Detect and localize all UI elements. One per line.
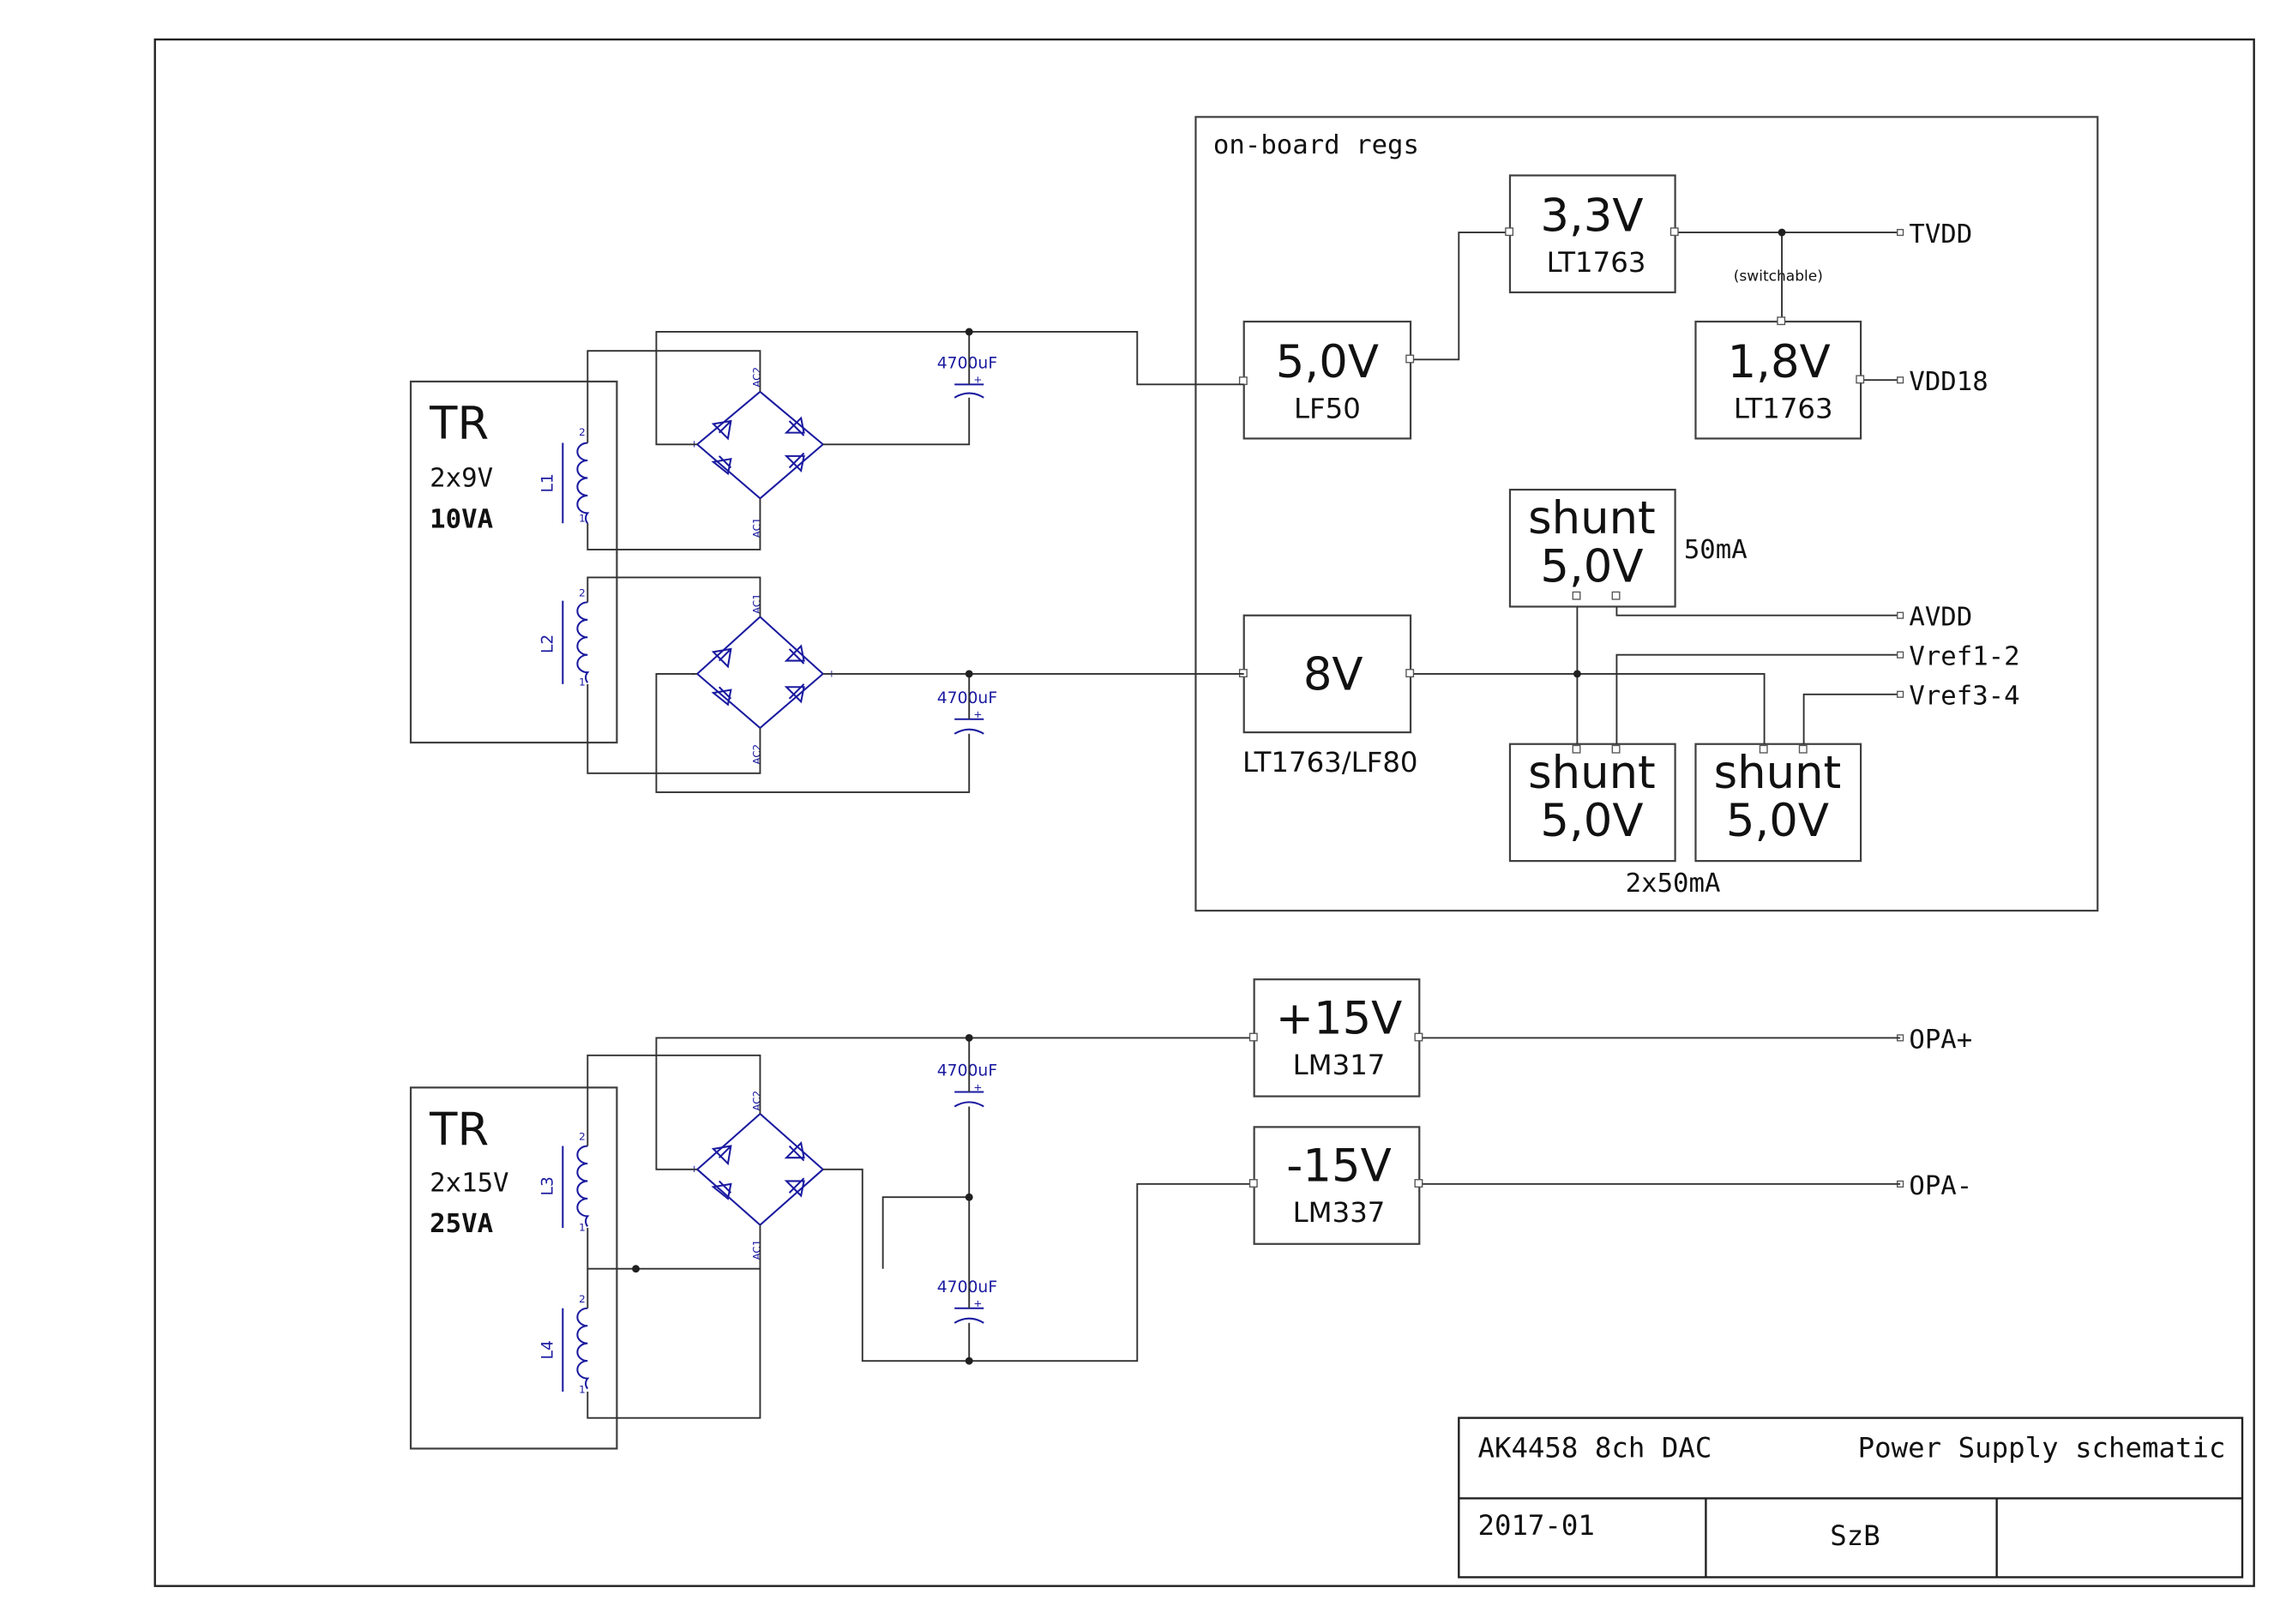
bridge-rectifier-2: AC1 AC2 - + [691, 593, 836, 764]
regulator-5v0: 5,0V LF50 [1242, 320, 1412, 440]
cap-plus-mark: + [973, 1297, 982, 1309]
pin-number: 2 [579, 1293, 586, 1305]
shunt-voltage: 5,0V [1726, 795, 1829, 847]
capacitor-value: 4700uF [937, 1278, 997, 1296]
regulator-8v: 8V [1242, 614, 1412, 734]
net-vref12: Vref1-2 [1909, 642, 2019, 672]
capacitor-value: 4700uF [937, 1062, 997, 1080]
inductor-l2-label: L2 [538, 635, 556, 653]
pin-number: 1 [579, 1384, 586, 1396]
regulator-minus15-part: LM337 [1293, 1196, 1386, 1229]
title-date: 2017-01 [1477, 1509, 1594, 1542]
regulator-3v3: 3,3V LT1763 [1508, 174, 1676, 294]
pin-number: 1 [579, 513, 586, 525]
transformer-1: TR 2x9V 10VA [409, 380, 618, 744]
capacitor-c4: 4700uF + [937, 1278, 997, 1324]
capacitor-value: 4700uF [937, 355, 997, 373]
transformer-2: TR 2x15V 25VA [409, 1086, 618, 1450]
inductor-l2: L2 2 1 [538, 587, 590, 689]
shunt-regulator-vref34: shunt 5,0V [1694, 743, 1862, 863]
inductor-l3-label: L3 [538, 1176, 556, 1195]
note-switchable: (switchable) [1734, 268, 1823, 285]
regulator-3v3-voltage: 3,3V [1540, 189, 1643, 242]
capacitor-value: 4700uF [937, 689, 997, 707]
note-2x50ma: 2x50mA [1626, 869, 1721, 899]
net-tvdd: TVDD [1909, 220, 1972, 250]
regulator-plus15: +15V LM317 [1253, 978, 1421, 1098]
net-opa-minus: OPA- [1909, 1171, 1972, 1201]
pin-number: 2 [579, 587, 586, 599]
cap-plus-mark: + [973, 1081, 982, 1093]
shunt-label: shunt [1528, 747, 1656, 799]
onboard-regs-block: on-board regs 3,3V LT1763 5,0V LF50 1,8V… [1194, 116, 2099, 912]
transformer-1-name: TR [429, 397, 489, 449]
shunt-label: shunt [1528, 492, 1656, 544]
net-vref34: Vref3-4 [1909, 682, 2019, 712]
regulator-3v3-part: LT1763 [1547, 246, 1646, 279]
transformer-1-spec: 2x9V [430, 464, 493, 494]
capacitor-c2: 4700uF + [937, 689, 997, 735]
net-labels: TVDD VDD18 AVDD Vref1-2 Vref3-4 OPA+ OPA… [1897, 220, 2020, 1201]
shunt-voltage: 5,0V [1540, 795, 1643, 847]
regulator-8v-part: LT1763/LF80 [1242, 746, 1418, 779]
regulator-1v8-part: LT1763 [1734, 393, 1833, 425]
regulator-1v8-voltage: 1,8V [1728, 336, 1831, 388]
net-avdd: AVDD [1909, 603, 1972, 633]
transformer-1-power: 10VA [430, 504, 493, 534]
cap-plus-mark: + [973, 374, 982, 386]
shunt-regulator-vref12: shunt 5,0V [1508, 743, 1676, 863]
inductor-l1-label: L1 [538, 473, 556, 492]
inductor-l1: L1 2 1 [538, 426, 590, 525]
regulator-minus15-voltage: -15V [1286, 1140, 1391, 1192]
regulator-5v0-voltage: 5,0V [1276, 336, 1379, 388]
transformer-2-power: 25VA [430, 1209, 493, 1239]
capacitor-c3: 4700uF + [937, 1062, 997, 1108]
onboard-regs-title: on-board regs [1213, 130, 1419, 160]
title-author: SzB [1830, 1519, 1880, 1552]
title-project: AK4458 8ch DAC [1477, 1432, 1711, 1465]
regulator-5v0-part: LF50 [1294, 393, 1361, 425]
regulator-8v-voltage: 8V [1303, 649, 1363, 701]
regulator-plus15-voltage: +15V [1276, 992, 1403, 1044]
inductor-l4-label: L4 [538, 1340, 556, 1359]
note-50ma: 50mA [1684, 535, 1748, 565]
title-block: AK4458 8ch DAC Power Supply schematic 20… [1458, 1416, 2244, 1579]
transformer-2-name: TR [429, 1104, 489, 1156]
shunt-voltage: 5,0V [1540, 540, 1643, 592]
pin-number: 1 [579, 677, 586, 689]
shunt-regulator-avdd: shunt 5,0V [1508, 488, 1676, 608]
net-opa-plus: OPA+ [1909, 1025, 1972, 1055]
regulator-plus15-part: LM317 [1293, 1049, 1386, 1081]
capacitor-c1: 4700uF + [937, 355, 997, 399]
onboard-regs-frame [1194, 116, 2099, 912]
inductor-l4: L4 2 1 [538, 1293, 590, 1396]
regulator-1v8: 1,8V LT1763 [1694, 320, 1862, 440]
drawing-frame [153, 38, 2255, 1587]
pin-number: 2 [579, 426, 586, 438]
shunt-label: shunt [1714, 747, 1842, 799]
cap-plus-mark: + [973, 708, 982, 720]
title-sheet: Power Supply schematic [1858, 1432, 2226, 1465]
transformer-2-spec: 2x15V [430, 1168, 508, 1198]
net-vdd18: VDD18 [1909, 367, 1988, 397]
pin-number: 1 [579, 1221, 586, 1233]
regulator-minus15: -15V LM337 [1253, 1126, 1421, 1245]
inductor-l3: L3 2 1 [538, 1131, 590, 1233]
pin-number: 2 [579, 1131, 586, 1143]
